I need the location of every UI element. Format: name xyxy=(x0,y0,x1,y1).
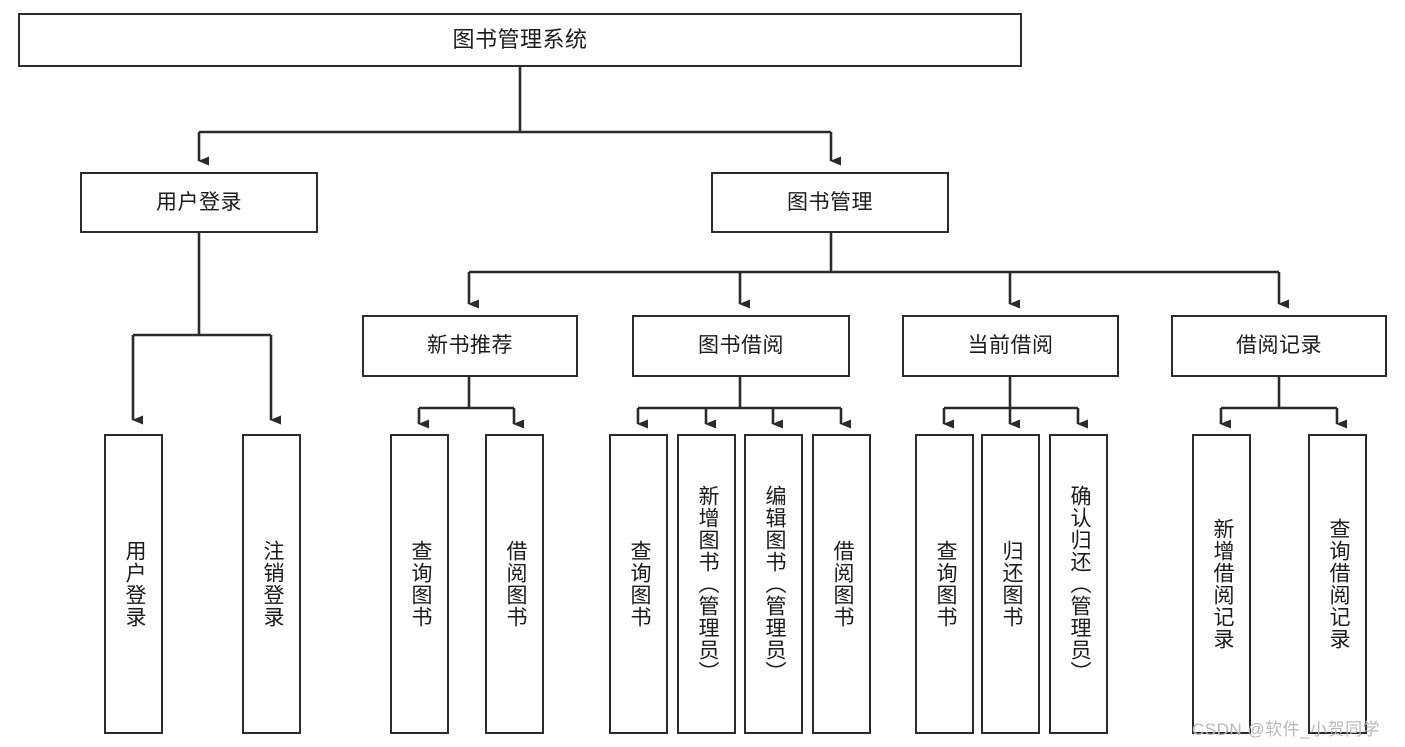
node-leaf-bb-query-book[interactable]: 查询图书 xyxy=(609,434,668,734)
node-label: 注销登录 xyxy=(260,540,284,628)
node-label: 图书借阅 xyxy=(698,334,784,358)
node-label: 图书管理系统 xyxy=(452,26,588,52)
node-borrow-record[interactable]: 借阅记录 xyxy=(1171,315,1387,377)
node-label: 新增借阅记录 xyxy=(1210,518,1234,650)
node-root-system[interactable]: 图书管理系统 xyxy=(18,13,1022,67)
node-leaf-bb-edit-book[interactable]: 编辑图书（管理员） xyxy=(744,434,803,734)
node-label: 借阅图书 xyxy=(503,540,527,628)
node-book-borrow[interactable]: 图书借阅 xyxy=(632,315,850,377)
node-label: 借阅图书 xyxy=(830,540,854,628)
node-label: 新书推荐 xyxy=(427,334,513,358)
node-label: 用户登录 xyxy=(122,540,146,628)
node-label: 查询图书 xyxy=(627,540,651,628)
node-leaf-cb-query-book[interactable]: 查询图书 xyxy=(915,434,974,734)
node-label: 查询图书 xyxy=(933,540,957,628)
node-label: 编辑图书（管理员） xyxy=(762,485,786,683)
node-leaf-bb-borrow-book[interactable]: 借阅图书 xyxy=(812,434,871,734)
node-current-borrow[interactable]: 当前借阅 xyxy=(902,315,1119,377)
node-leaf-cb-return-book[interactable]: 归还图书 xyxy=(981,434,1040,734)
node-leaf-nb-query-book[interactable]: 查询图书 xyxy=(390,434,449,734)
csdn-watermark: CSDN @软件_小贺同学 xyxy=(1192,720,1381,739)
node-new-book-recommend[interactable]: 新书推荐 xyxy=(362,315,578,377)
node-leaf-user-logout[interactable]: 注销登录 xyxy=(242,434,301,734)
node-label: 新增图书（管理员） xyxy=(695,485,719,683)
node-leaf-user-login[interactable]: 用户登录 xyxy=(104,434,163,734)
node-label: 确认归还（管理员） xyxy=(1067,485,1091,683)
node-label: 用户登录 xyxy=(156,190,242,214)
node-leaf-br-add-record[interactable]: 新增借阅记录 xyxy=(1192,434,1251,734)
node-label: 图书管理 xyxy=(787,190,873,214)
node-label: 借阅记录 xyxy=(1236,334,1322,358)
node-leaf-br-query-record[interactable]: 查询借阅记录 xyxy=(1308,434,1367,734)
node-label: 归还图书 xyxy=(999,540,1023,628)
node-label: 当前借阅 xyxy=(967,334,1054,358)
node-book-management[interactable]: 图书管理 xyxy=(711,172,949,233)
node-leaf-cb-confirm-return[interactable]: 确认归还（管理员） xyxy=(1049,434,1108,734)
node-leaf-bb-add-book[interactable]: 新增图书（管理员） xyxy=(677,434,736,734)
node-label: 查询借阅记录 xyxy=(1326,518,1350,650)
node-label: 查询图书 xyxy=(408,540,432,628)
node-leaf-nb-borrow-book[interactable]: 借阅图书 xyxy=(485,434,544,734)
node-user-login[interactable]: 用户登录 xyxy=(80,172,318,233)
